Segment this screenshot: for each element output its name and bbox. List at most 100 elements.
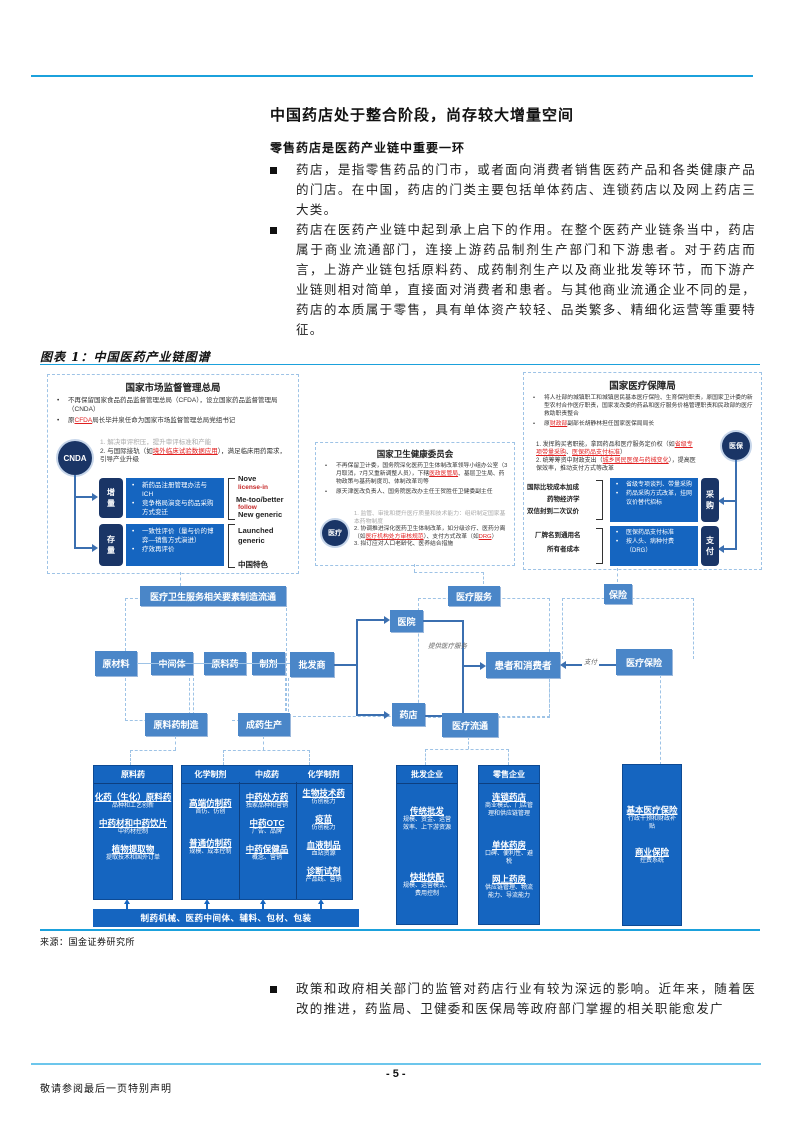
connector xyxy=(126,903,128,911)
nhsa-notes: 1. 发挥购买者职能，拿回药品和医疗服务定价权（如省级专项带量采购、医保药品支付… xyxy=(536,442,696,472)
label: 所有者成本 xyxy=(547,546,580,553)
connector xyxy=(320,903,322,911)
payment-card: 医保药品支付标准 按人头、病种付费（DRG） xyxy=(610,526,698,566)
nhsa-bullet: 原财政部副部长胡静林担任国家医保局局长 xyxy=(530,420,755,428)
disclaimer-note: 敬请参阅最后一页特别声明 xyxy=(40,1084,172,1095)
bullet-square-icon xyxy=(270,227,277,234)
arrow-up-icon xyxy=(204,899,210,904)
connector xyxy=(483,572,484,584)
connector xyxy=(462,665,482,667)
subsection-heading: 零售药店是医药产业链中重要一环 xyxy=(270,141,466,155)
node-raw-material: 原材料 xyxy=(95,651,137,676)
bracket xyxy=(228,524,235,568)
bracket xyxy=(596,528,603,564)
connector xyxy=(425,749,509,765)
connector xyxy=(617,568,618,582)
arrow-right-icon xyxy=(92,544,98,552)
column-drugs: 化学制剂 中成药 化学制剂 高端仿制药首仿、仿创 普通仿制药规模、成本控制 中药… xyxy=(181,765,353,900)
procurement-card: 省级专项谈判、带量采购 药品采购方式改革，挂网议价替代招标 xyxy=(610,478,698,522)
column-insurance: 基本医疗保险行政干预和财政补贴 商业保险控费系统 xyxy=(622,764,682,926)
provide-service-label: 提供医疗服务 xyxy=(428,643,467,650)
label-me-too: Me-too/better xyxy=(236,495,284,504)
samr-title: 国家市场监督管理总局 xyxy=(125,383,221,394)
label: 厂牌名到通用名 xyxy=(535,532,581,539)
arrow-left-icon xyxy=(718,545,724,553)
label: 双信封到二次议价 xyxy=(527,508,579,515)
figure-source: 来源：国金证券研究所 xyxy=(40,938,136,948)
nhc-panel: 国家卫生健康委员会 不再保留卫计委，国务院深化医药卫生体制改革领导小组办公室（3… xyxy=(315,442,515,566)
procurement-tab: 采 购 xyxy=(701,478,719,522)
nhc-title: 国家卫生健康委员会 xyxy=(376,449,454,459)
paragraph-bullet: 药店，是指零售药品的门市，或者面向消费者销售医药产品和各类健康产品的门店。在中国… xyxy=(270,160,756,220)
arrow-up-icon xyxy=(260,899,266,904)
label-new-generic: New generic xyxy=(238,510,283,519)
connector xyxy=(130,750,176,765)
arrow-left-icon xyxy=(718,497,724,505)
connector xyxy=(206,903,208,911)
bracket xyxy=(228,478,235,520)
figure-rule xyxy=(40,364,760,365)
connector xyxy=(468,737,469,749)
connector xyxy=(356,619,358,715)
label: 药物经济学 xyxy=(547,496,580,503)
paragraph-text: 药店在医药产业链中起到承上启下的作用。在整个医药产业链条当中，药店属于商业流通部… xyxy=(296,222,756,337)
label-novel: Nove xyxy=(238,474,257,483)
paragraph-text: 政策和政府相关部门的监管对药店行业有较为深远的影响。近年来，随着医改的推进，药监… xyxy=(296,981,756,1016)
samr-bullet: 原CFDA局长毕井泉任命为国家市场监督管理总局党组书记 xyxy=(54,416,292,425)
cnda-circle: CNDA xyxy=(58,441,92,475)
arrow-up-icon xyxy=(124,899,130,904)
nhsa-title: 国家医疗保障局 xyxy=(609,381,676,392)
connector xyxy=(414,564,415,572)
arrow-left-icon xyxy=(560,661,566,669)
figure-title: 图表 1：中国医药产业链图谱 xyxy=(40,350,211,364)
connector xyxy=(137,663,290,664)
enclosure xyxy=(193,678,194,720)
label-license-in: license-in xyxy=(238,484,268,491)
connector xyxy=(74,475,76,548)
payment-label: 支付 xyxy=(582,656,599,666)
connector xyxy=(414,572,484,573)
connector xyxy=(356,619,386,621)
nhc-bullet: 原天津医改负责人、国务院医改办主任王贺胜任卫健委副主任 xyxy=(322,488,508,496)
connector xyxy=(74,547,94,549)
increment-tab: 增 量 xyxy=(99,478,123,518)
divider xyxy=(239,782,240,899)
column-wholesale: 批发企业 传统批发规模、资金、运营效率、上下游资源 快批快配规模、运营模式、费用… xyxy=(396,765,458,925)
connector xyxy=(660,675,661,765)
node-medical-service: 医疗服务 xyxy=(448,586,500,606)
node-insurance-top: 保险 xyxy=(604,584,632,604)
connector xyxy=(334,664,356,666)
node-pharmacy: 药店 xyxy=(392,703,425,726)
arrow-right-icon xyxy=(384,616,390,624)
node-hospital: 医院 xyxy=(390,610,423,632)
connector xyxy=(356,714,386,716)
connector xyxy=(735,460,737,550)
connector xyxy=(262,903,264,911)
payment-tab: 支 付 xyxy=(701,526,719,566)
bullet-square-icon xyxy=(270,986,277,993)
bullet-square-icon xyxy=(270,167,277,174)
connector xyxy=(462,620,464,717)
connector xyxy=(423,620,463,622)
arrow-up-icon xyxy=(318,899,324,904)
label: 国际比较成本加成 xyxy=(527,484,579,491)
bracket xyxy=(596,480,603,520)
connector xyxy=(180,572,181,586)
paragraph-bullet: 政策和政府相关部门的监管对药店行业有较为深远的影响。近年来，随着医改的推进，药监… xyxy=(270,979,756,1019)
node-medical-elements: 医疗卫生服务相关要素制造流通 xyxy=(140,586,286,606)
nhsa-bullet: 将人社部的城镇职工和城镇居民基本医疗保险、生育保险职责，原国家卫计委的新型农村合… xyxy=(530,394,755,418)
divider xyxy=(296,782,297,899)
enclosure xyxy=(189,678,190,720)
increment-card: 新药品注册管理办法与ICH 竞争格局演变与药品采购方式变迁 xyxy=(126,478,224,518)
connector xyxy=(175,736,176,750)
samr-notes: 1. 解决审评积压，提升审评标准和产能 2. 与国际接轨（如境外临床试验数据应用… xyxy=(100,439,286,463)
arrow-right-icon xyxy=(480,662,486,670)
stock-tab: 存 量 xyxy=(99,524,123,566)
base-supplies-bar: 制药机械、医药中间体、辅料、包材、包装 xyxy=(93,909,359,927)
column-api: 原料药 化药（生化）原料药品种和工艺创新 中药材和中药饮片中药材控制 植物提取物… xyxy=(93,765,173,900)
insurance-circle: 医保 xyxy=(722,432,750,460)
paragraph-text: 药店，是指零售药品的门市，或者面向消费者销售医药产品和各类健康产品的门店。在中国… xyxy=(296,162,756,217)
node-wholesaler: 批发商 xyxy=(290,652,334,677)
nhc-notes: 1. 监管、审批和提升医疗质量和技术能力：组织制定国家基本药物制度 2. 协调推… xyxy=(354,511,506,548)
nhc-bullet: 不再保留卫计委，国务院深化医药卫生体制改革领导小组办公室（3月取消，7月又重新调… xyxy=(322,462,508,486)
